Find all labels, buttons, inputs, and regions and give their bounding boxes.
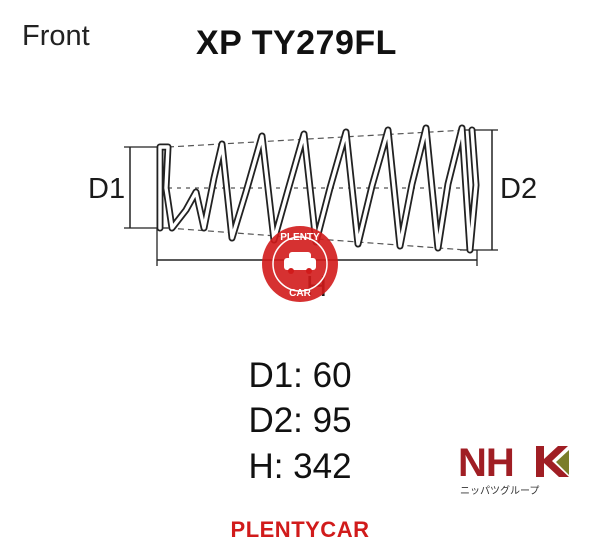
spring-outline <box>167 129 480 251</box>
part-number-title: XP TY279FL <box>196 24 397 62</box>
nhk-k-icon <box>536 446 569 477</box>
spec-d1: D1: 60 <box>248 356 352 395</box>
badge-top-text: PLENTY <box>280 232 320 243</box>
nhk-logo-subtitle: ニッパツグループ <box>460 484 539 497</box>
badge-bottom-text: CAR <box>289 288 311 299</box>
nhk-logo: NH ニッパツグループ <box>458 441 569 497</box>
d2-dimension: D2 <box>460 129 537 251</box>
position-label: Front <box>22 20 90 52</box>
d2-label: D2 <box>500 173 537 205</box>
d1-label: D1 <box>88 173 125 205</box>
spec-h: H: 342 <box>248 447 352 486</box>
d1-dimension: D1 <box>88 146 168 229</box>
spec-d2: D2: 95 <box>248 401 352 440</box>
nhk-logo-text: NH <box>458 441 514 485</box>
watermark-text: PLENTYCAR <box>230 517 370 542</box>
coil-spring <box>156 124 480 254</box>
plentycar-badge: PLENTY CAR <box>262 226 338 302</box>
car-icon <box>284 258 316 270</box>
